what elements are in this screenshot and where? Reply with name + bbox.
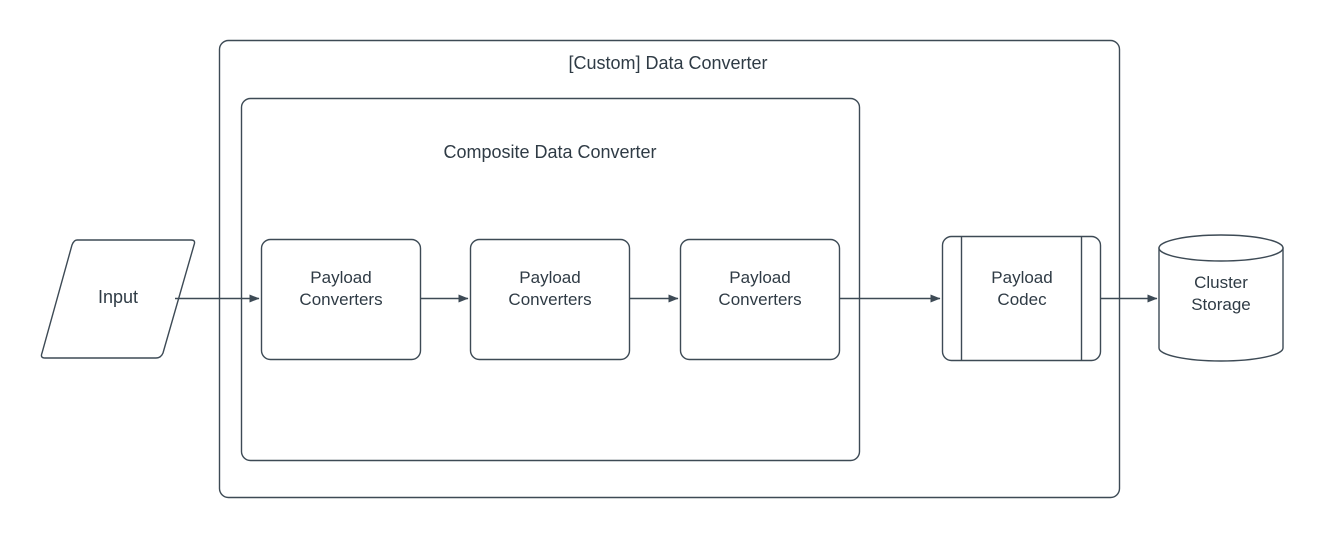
converter-1-shape[interactable] [260, 238, 422, 361]
payload-codec-shape[interactable] [941, 235, 1102, 362]
input-node-shape[interactable] [40, 239, 196, 359]
cluster-storage-shape[interactable] [1158, 234, 1284, 362]
converter-3-shape[interactable] [679, 238, 841, 361]
converter-2-shape[interactable] [469, 238, 631, 361]
